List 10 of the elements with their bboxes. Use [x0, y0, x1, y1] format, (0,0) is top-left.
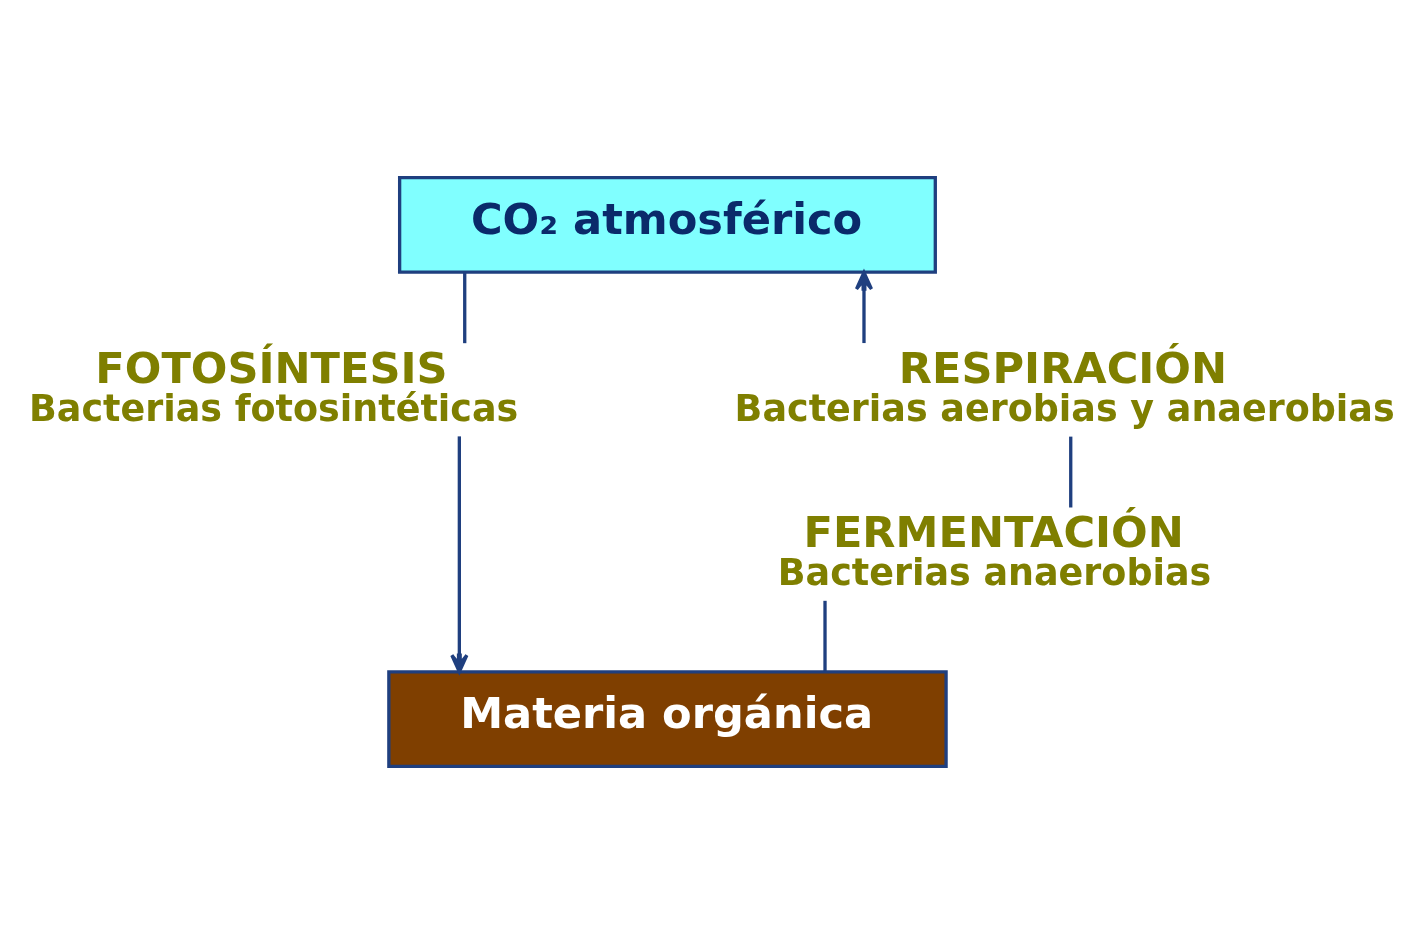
- arrow: [450, 436, 469, 674]
- connector: [463, 272, 467, 344]
- node-box: CO₂ atmosférico: [397, 175, 937, 274]
- arrow: [854, 270, 874, 344]
- connector: [823, 600, 827, 672]
- node-text: RESPIRACIÓN Bacterias aerobias y anaerobias: [734, 342, 1395, 430]
- node-text: FERMENTACIÓN Bacterias anaerobias: [777, 507, 1212, 594]
- node-text: FOTOSÍNTESIS Bacterias fotosintéticas: [28, 342, 519, 430]
- connector: [1069, 436, 1073, 508]
- node-box: Materia orgánica: [387, 670, 948, 769]
